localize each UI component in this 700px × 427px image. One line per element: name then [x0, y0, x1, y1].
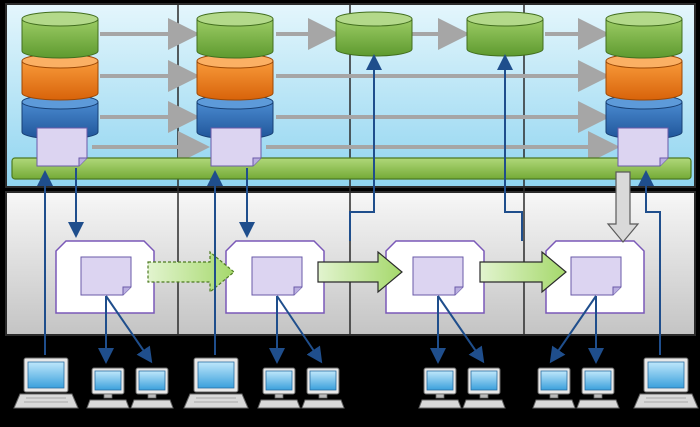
database-cylinder-icon	[335, 11, 413, 57]
database-stack-col-2	[196, 11, 274, 140]
flow-arrow	[479, 250, 567, 294]
database-cylinder-icon	[21, 53, 99, 101]
flow-arrow-dashed	[147, 250, 235, 294]
laptop-computer-icon	[183, 357, 249, 409]
document-icon	[251, 256, 303, 296]
workspace-4	[545, 240, 645, 314]
workspace-3	[385, 240, 485, 314]
document-icon	[36, 127, 88, 167]
database-cylinder-icon	[466, 11, 544, 57]
desktop-computer-icon	[462, 367, 506, 409]
down-arrow	[606, 171, 640, 243]
document-icon	[570, 256, 622, 296]
database-cylinder-icon	[605, 11, 683, 59]
database-cylinder-icon	[196, 53, 274, 101]
desktop-computer-icon	[532, 367, 576, 409]
document-icon	[617, 127, 669, 167]
database-cylinder-icon	[196, 11, 274, 59]
database-stack-col-5	[605, 11, 683, 140]
desktop-computer-icon	[130, 367, 174, 409]
database-stack-col-1	[21, 11, 99, 140]
flow-arrow	[317, 250, 403, 294]
bus-bar	[11, 157, 692, 180]
replication-arrows	[92, 18, 620, 163]
client-computers	[13, 357, 699, 409]
laptop-computer-icon	[13, 357, 79, 409]
database-stack-col-4	[466, 11, 544, 57]
desktop-computer-icon	[301, 367, 345, 409]
desktop-computer-icon	[418, 367, 462, 409]
desktop-computer-icon	[257, 367, 301, 409]
database-stack-col-3	[335, 11, 413, 57]
document-icon	[80, 256, 132, 296]
document-icon	[210, 127, 262, 167]
workspace-2	[225, 240, 325, 314]
document-icon	[412, 256, 464, 296]
database-cylinder-icon	[21, 11, 99, 59]
laptop-computer-icon	[633, 357, 699, 409]
link-lines	[37, 54, 661, 364]
desktop-computer-icon	[86, 367, 130, 409]
desktop-computer-icon	[576, 367, 620, 409]
workspace-1	[55, 240, 155, 314]
database-cylinder-icon	[605, 53, 683, 101]
